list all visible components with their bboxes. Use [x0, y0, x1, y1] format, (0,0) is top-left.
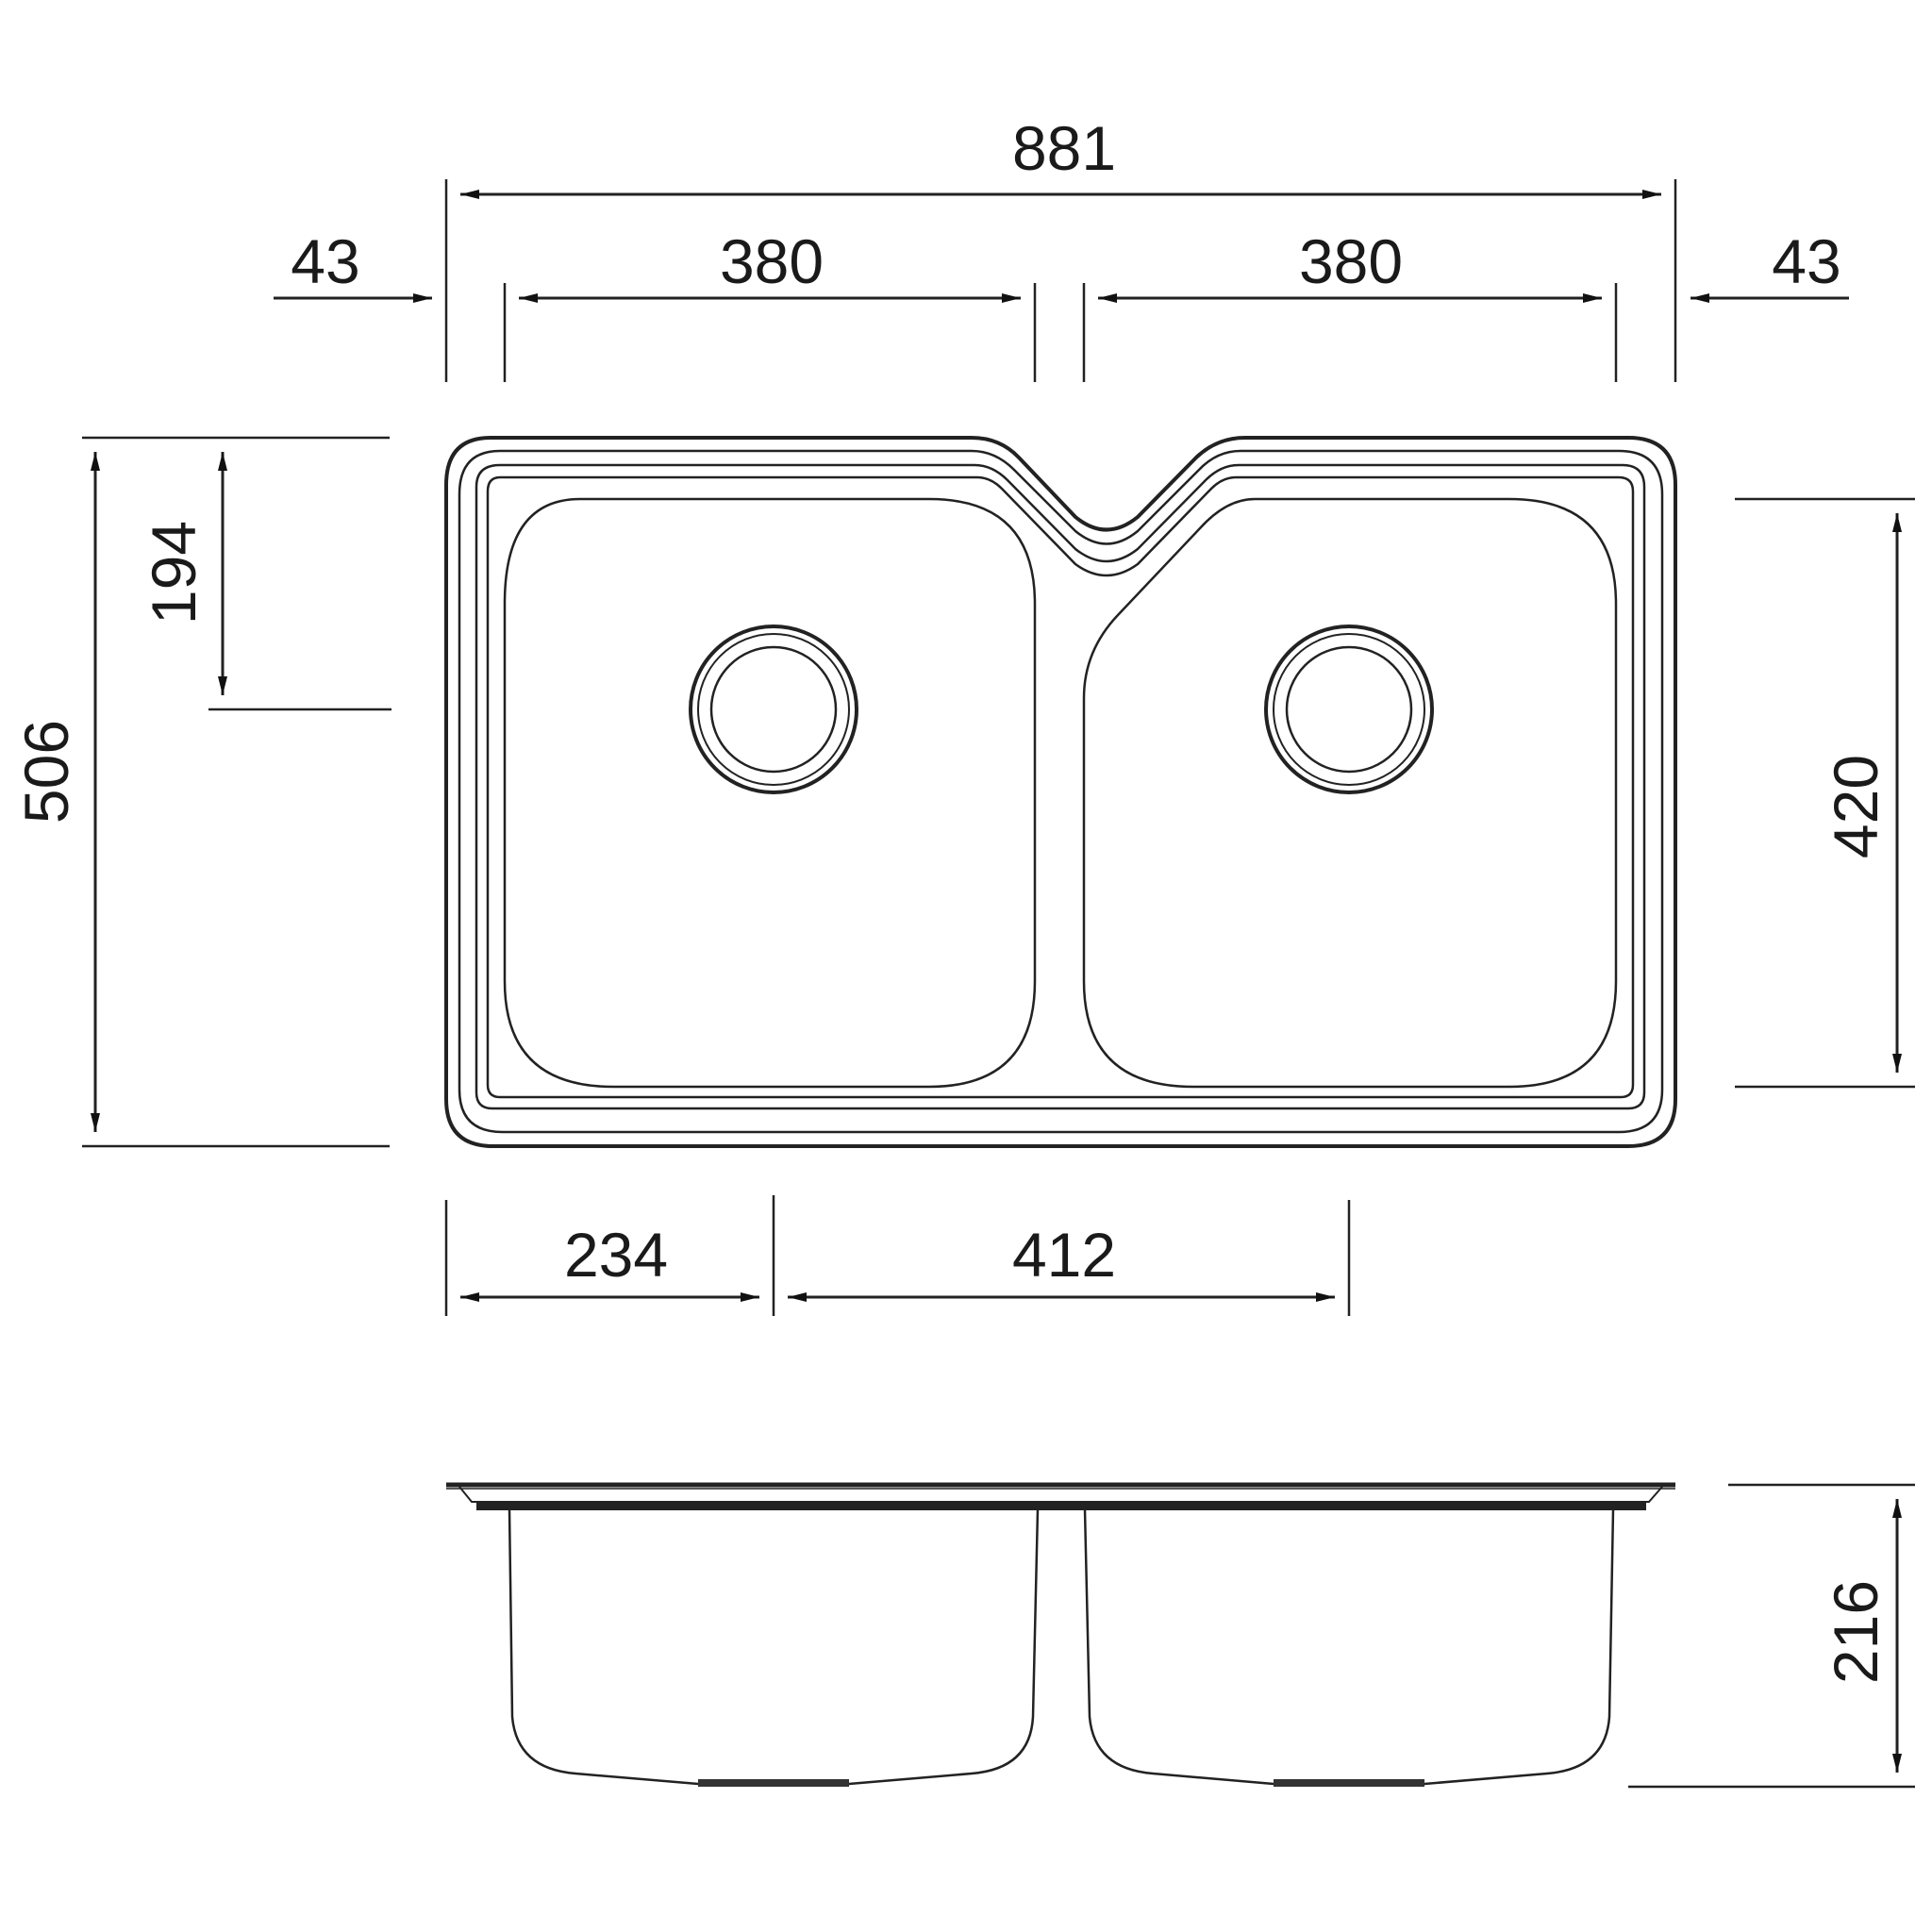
left-drain-side: [698, 1779, 849, 1787]
dimension-drain-spacing: 412: [788, 1200, 1351, 1316]
dimension-bowl-depth: 420: [1735, 497, 1915, 1089]
left-drain-position-label: 234: [564, 1220, 668, 1290]
dimension-left-bowl-width: 380: [503, 226, 1037, 382]
right-bowl: [1082, 497, 1618, 1089]
right-drain-side: [1274, 1779, 1424, 1787]
left-bowl-width-label: 380: [720, 226, 824, 296]
dimension-overall-depth: 506: [11, 436, 390, 1148]
drain-spacing-label: 412: [1012, 1220, 1116, 1290]
bowl-depth-label: 420: [1821, 755, 1890, 858]
right-drain: [1264, 625, 1434, 794]
dimension-bowl-height: 216: [1628, 1483, 1915, 1789]
dimension-overall-width: 881: [444, 113, 1677, 382]
bowl-height-label: 216: [1821, 1580, 1890, 1684]
right-margin-label: 43: [1772, 226, 1840, 296]
dimension-right-margin: 43: [1690, 226, 1849, 303]
dimension-right-bowl-width: 380: [1082, 226, 1618, 382]
sink-top-view: [444, 436, 1677, 1148]
left-drain: [689, 625, 858, 794]
dimension-left-margin: 43: [274, 226, 432, 303]
overall-width-label: 881: [1012, 113, 1116, 183]
dimension-drain-offset: 194: [139, 452, 391, 711]
right-bowl-width-label: 380: [1299, 226, 1403, 296]
left-bowl: [503, 497, 1037, 1089]
drain-offset-label: 194: [139, 521, 208, 625]
dimension-left-drain-position: 234: [444, 1195, 775, 1316]
left-margin-label: 43: [291, 226, 359, 296]
overall-depth-label: 506: [11, 720, 81, 824]
sink-side-view: [446, 1482, 1675, 1787]
